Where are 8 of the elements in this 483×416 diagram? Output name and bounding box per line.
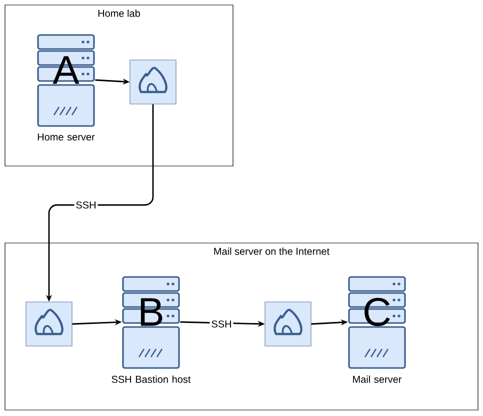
picture xyxy=(130,60,176,104)
node-caption: Home server xyxy=(38,134,95,140)
picture xyxy=(26,302,72,346)
edge-label: SSH xyxy=(210,318,234,330)
edge-label: SSH xyxy=(74,200,98,210)
node-caption: SSH Bastion host xyxy=(112,376,191,383)
node-caption: Mail server xyxy=(353,376,402,383)
picture xyxy=(264,302,312,346)
